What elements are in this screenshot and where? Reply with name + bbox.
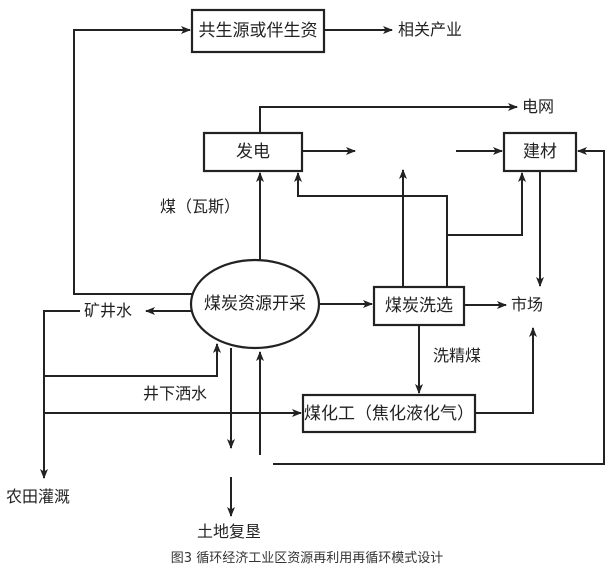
label-washed-coal: 洗精煤 — [433, 346, 482, 365]
edge-washing-to-power — [294, 172, 448, 287]
node-coal-chem-label: 煤化工（焦化液化气） — [304, 404, 474, 424]
label-coal-gas: 煤（瓦斯） — [160, 197, 241, 216]
node-coexisting-label: 共生源或伴生资 — [198, 21, 318, 41]
label-underground-sprinkling: 井下洒水 — [143, 384, 208, 403]
node-coexisting-box — [190, 8, 326, 54]
node-coal-chem-box — [301, 393, 477, 434]
edge-coal-chem-to-market — [475, 327, 537, 414]
label-related-industry: 相关产业 — [398, 20, 463, 39]
edge-sprinkling-to-mining — [44, 343, 221, 377]
edge-washing-to-building-materials — [447, 172, 526, 236]
edge-loop-to-building-materials — [273, 147, 605, 465]
node-washing-label: 煤炭洗选 — [385, 296, 453, 316]
label-land-reclamation: 土地复垦 — [197, 522, 262, 541]
edge-power-to-grid — [259, 103, 518, 133]
label-mine-water: 矿井水 — [84, 301, 133, 320]
node-building-materials-label: 建材 — [523, 142, 557, 162]
label-market: 市场 — [511, 295, 544, 314]
edge-mining-to-coexisting — [73, 26, 193, 295]
node-power-label: 发电 — [236, 142, 270, 162]
node-mining-label: 煤炭资源开采 — [204, 294, 306, 314]
figure-caption: 图3 循环经济工业区资源再利用再循环模式设计 — [170, 551, 444, 566]
label-grid: 电网 — [522, 97, 555, 116]
node-power-box — [202, 131, 304, 173]
label-farmland-irrigation: 农田灌溉 — [6, 487, 71, 506]
edge-mine-water-to-farmland — [40, 310, 80, 479]
